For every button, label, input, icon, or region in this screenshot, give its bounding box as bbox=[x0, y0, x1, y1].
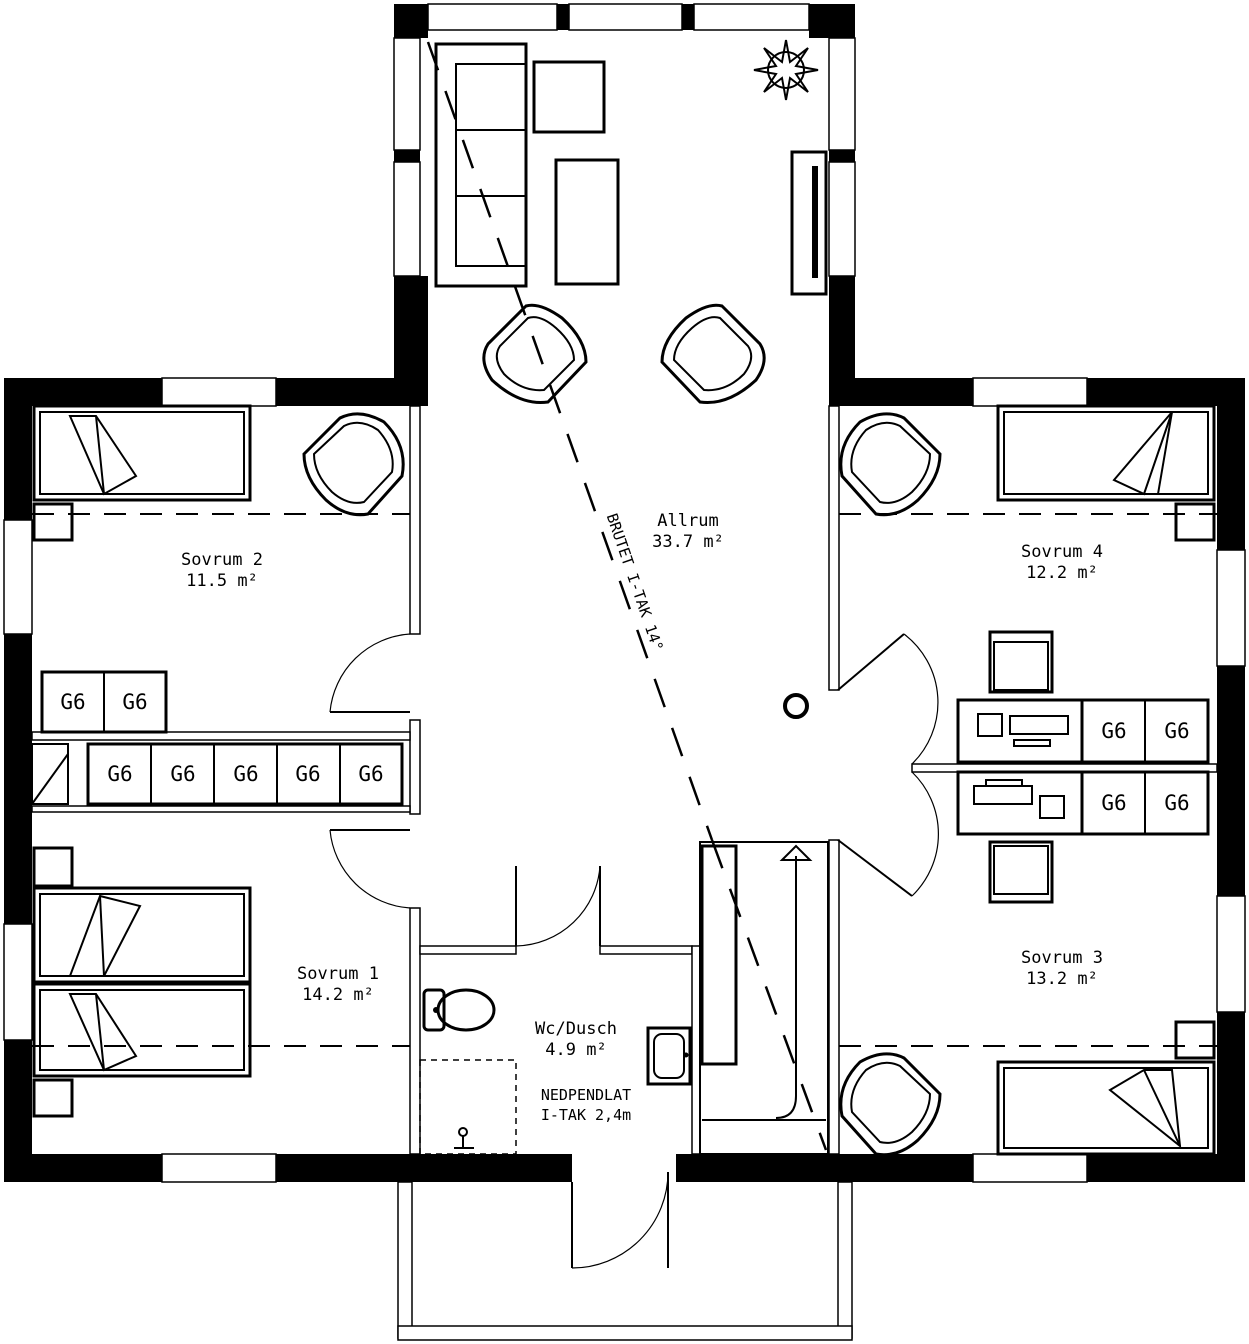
entrance-porch bbox=[397, 1171, 853, 1341]
wardrobe-label: G6 bbox=[122, 690, 147, 714]
room-name-allrum: Allrum bbox=[657, 511, 718, 531]
wardrobe-label: G6 bbox=[170, 762, 195, 786]
interior-partitions bbox=[31, 405, 1218, 1155]
wardrobe-label: G6 bbox=[358, 762, 383, 786]
armchair-left bbox=[482, 303, 588, 405]
bed-sovrum4 bbox=[996, 404, 1216, 502]
sofa bbox=[434, 42, 606, 288]
room-name-sovrum2: Sovrum 2 bbox=[181, 550, 263, 570]
wardrobe-label: G6 bbox=[233, 762, 258, 786]
desk-chair-sovrum4 bbox=[988, 630, 1054, 694]
nightstand-sovrum2 bbox=[32, 502, 74, 542]
sink-icon bbox=[646, 1026, 692, 1086]
tv-unit bbox=[790, 150, 828, 296]
room-name-wc: Wc/Dusch bbox=[535, 1019, 617, 1039]
bed-sovrum1-bottom bbox=[32, 982, 252, 1078]
wardrobes-left bbox=[31, 670, 404, 806]
armchair-sovrum3 bbox=[839, 1052, 942, 1157]
armchair-sovrum2 bbox=[302, 412, 405, 517]
shower-area bbox=[419, 1059, 517, 1155]
wardrobes-sovrum4 bbox=[1080, 698, 1210, 764]
exterior-walls bbox=[3, 3, 1246, 1183]
wardrobe-label: G6 bbox=[1164, 719, 1189, 743]
room-name-sovrum1: Sovrum 1 bbox=[297, 964, 379, 984]
ceiling-break-line bbox=[426, 41, 714, 841]
nightstand-sovrum1-bottom bbox=[32, 1078, 74, 1118]
bed-sovrum1-top bbox=[32, 886, 252, 984]
wardrobe-label: G6 bbox=[1101, 719, 1126, 743]
room-name-sovrum3: Sovrum 3 bbox=[1021, 948, 1103, 968]
armchair-sovrum4 bbox=[839, 412, 942, 517]
door-swings bbox=[329, 633, 940, 947]
desk-sovrum3 bbox=[956, 770, 1084, 836]
room-name-sovrum4: Sovrum 4 bbox=[1021, 542, 1103, 562]
room-area-allrum: 33.7 m² bbox=[652, 532, 724, 552]
room-area-sovrum2: 11.5 m² bbox=[186, 571, 258, 591]
toilet-icon bbox=[422, 988, 496, 1032]
wardrobe-label: G6 bbox=[1164, 791, 1189, 815]
nightstand-sovrum3 bbox=[1174, 1020, 1216, 1060]
coffee-table bbox=[554, 158, 620, 286]
armchair-right bbox=[660, 303, 766, 405]
wardrobe-label: G6 bbox=[107, 762, 132, 786]
room-area-sovrum3: 13.2 m² bbox=[1026, 969, 1098, 989]
wardrobe-label: G6 bbox=[295, 762, 320, 786]
desk-sovrum4 bbox=[956, 698, 1084, 764]
bed-sovrum3 bbox=[996, 1060, 1216, 1156]
stair bbox=[699, 841, 829, 1155]
bed-sovrum2 bbox=[32, 404, 252, 502]
lowered-ceiling-note-line1: NEDPENDLAT bbox=[541, 1086, 631, 1104]
room-area-sovrum4: 12.2 m² bbox=[1026, 563, 1098, 583]
lowered-ceiling-note-line2: I-TAK 2,4m bbox=[541, 1106, 631, 1124]
wardrobe-label: G6 bbox=[1101, 791, 1126, 815]
column-icon bbox=[783, 693, 809, 719]
nightstand-sovrum1-top bbox=[32, 846, 74, 888]
plant-icon bbox=[753, 39, 819, 101]
wardrobe-label: G6 bbox=[60, 690, 85, 714]
room-area-wc: 4.9 m² bbox=[545, 1040, 606, 1060]
wardrobes-sovrum3 bbox=[1080, 770, 1210, 836]
desk-chair-sovrum3 bbox=[988, 840, 1054, 904]
room-area-sovrum1: 14.2 m² bbox=[302, 985, 374, 1005]
nightstand-sovrum4 bbox=[1174, 502, 1216, 542]
